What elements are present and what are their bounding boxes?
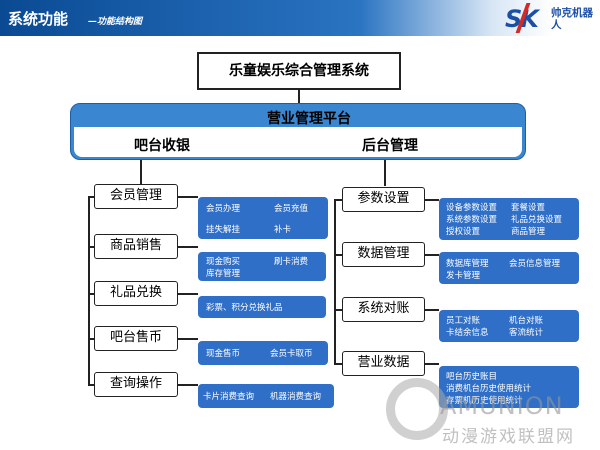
detail-item: 机台对账	[509, 316, 544, 326]
detail-item: 彩票、积分兑换礼品	[206, 303, 283, 313]
platform-title: 营业管理平台	[267, 111, 351, 127]
left-module-link	[178, 384, 198, 386]
detail-item: 授权设置	[446, 227, 481, 237]
detail-item: 商品管理	[511, 227, 546, 237]
brand-logo: SK 帅克机器人	[505, 3, 597, 33]
detail-bar-coin-sales: 现金售币 会员卡取币	[198, 341, 328, 365]
detail-item: 会员信息管理	[509, 259, 561, 269]
left-spine	[88, 196, 90, 386]
detail-gift-redemption: 彩票、积分兑换礼品	[198, 296, 326, 318]
module-gift-redemption: 礼品兑换	[94, 281, 178, 306]
detail-item: 挂失解挂	[206, 225, 241, 235]
right-tick	[334, 309, 342, 311]
system-root-node: 乐童娱乐综合管理系统	[197, 52, 401, 90]
detail-item: 存票机历史使用统计	[446, 396, 523, 406]
detail-item: 礼品兑换设置	[511, 215, 563, 225]
right-branch-connector	[384, 160, 386, 186]
detail-item: 机器消费查询	[270, 392, 322, 402]
root-connector	[298, 90, 300, 103]
module-query-operations: 查询操作	[94, 372, 178, 397]
left-tick	[88, 293, 94, 295]
watermark: AMUNION 动漫游戏联盟网	[380, 378, 600, 450]
platform-right-label: 后台管理	[362, 138, 418, 154]
detail-parameter-settings: 设备参数设置 套餐设置 系统参数设置 礼品兑换设置 授权设置 商品管理	[439, 198, 579, 240]
detail-item: 员工对账	[446, 316, 481, 326]
left-tick	[88, 246, 94, 248]
platform-node: 营业管理平台 吧台收银 后台管理	[70, 103, 526, 160]
detail-system-reconciliation: 员工对账 机台对账 卡结余信息 客流统计	[439, 310, 579, 342]
detail-item: 套餐设置	[511, 203, 546, 213]
right-tick	[334, 199, 342, 201]
detail-item: 吧台历史账目	[446, 372, 498, 382]
logo-name: 帅克机器人	[551, 7, 593, 31]
left-branch-connector	[140, 160, 142, 186]
platform-left-label: 吧台收银	[134, 138, 190, 154]
detail-item: 现金购买	[206, 257, 241, 267]
watermark-subtext: 动漫游戏联盟网	[442, 427, 575, 447]
module-system-reconciliation: 系统对账	[342, 297, 425, 322]
watermark-ring-icon	[386, 378, 448, 440]
platform-band: 吧台收银 后台管理	[74, 127, 522, 157]
detail-item: 客流统计	[509, 328, 544, 338]
right-module-link	[425, 309, 439, 311]
module-bar-coin-sales: 吧台售币	[94, 326, 178, 351]
right-tick	[334, 254, 342, 256]
detail-item: 卡片消费查询	[203, 392, 255, 402]
right-spine	[334, 199, 336, 365]
detail-data-management: 数据库管理 会员信息管理 发卡管理	[439, 252, 579, 284]
module-business-data: 营业数据	[342, 351, 425, 376]
left-tick	[88, 384, 94, 386]
right-module-link	[425, 363, 439, 365]
detail-item: 刷卡消费	[274, 257, 309, 267]
right-module-link	[425, 254, 439, 256]
left-module-link	[178, 196, 198, 198]
header-banner: 系统功能 —功能结构图	[0, 0, 600, 36]
detail-member-management: 会员办理 会员充值 挂失解挂 补卡	[198, 197, 328, 239]
module-data-management: 数据管理	[342, 242, 425, 267]
left-module-link	[178, 293, 198, 295]
detail-item: 会员充值	[274, 204, 309, 214]
detail-product-sales: 现金购买 刷卡消费 库存管理	[198, 252, 326, 281]
detail-item: 库存管理	[206, 269, 241, 279]
detail-business-data: 吧台历史账目 消费机台历史使用统计 存票机历史使用统计	[439, 366, 579, 408]
module-product-sales: 商品销售	[94, 234, 178, 259]
module-member-management: 会员管理	[94, 184, 178, 209]
right-module-link	[425, 199, 439, 201]
page-title: 系统功能	[8, 10, 69, 28]
detail-item: 现金售币	[206, 349, 241, 359]
detail-item: 会员办理	[206, 204, 241, 214]
detail-item: 系统参数设置	[446, 215, 498, 225]
left-tick	[88, 196, 94, 198]
module-parameter-settings: 参数设置	[342, 187, 425, 212]
right-tick	[334, 363, 342, 365]
watermark-text: AMUNION	[440, 392, 564, 420]
page-subtitle: —功能结构图	[88, 17, 143, 27]
detail-item: 消费机台历史使用统计	[446, 384, 532, 394]
detail-item: 补卡	[274, 225, 292, 235]
left-module-link	[178, 246, 198, 248]
detail-item: 卡结余信息	[446, 328, 489, 338]
detail-item: 数据库管理	[446, 259, 489, 269]
detail-query-operations: 卡片消费查询 机器消费查询	[198, 384, 334, 408]
left-module-link	[178, 338, 198, 340]
detail-item: 设备参数设置	[446, 203, 498, 213]
detail-item: 发卡管理	[446, 271, 481, 281]
left-tick	[88, 338, 94, 340]
detail-item: 会员卡取币	[270, 349, 313, 359]
